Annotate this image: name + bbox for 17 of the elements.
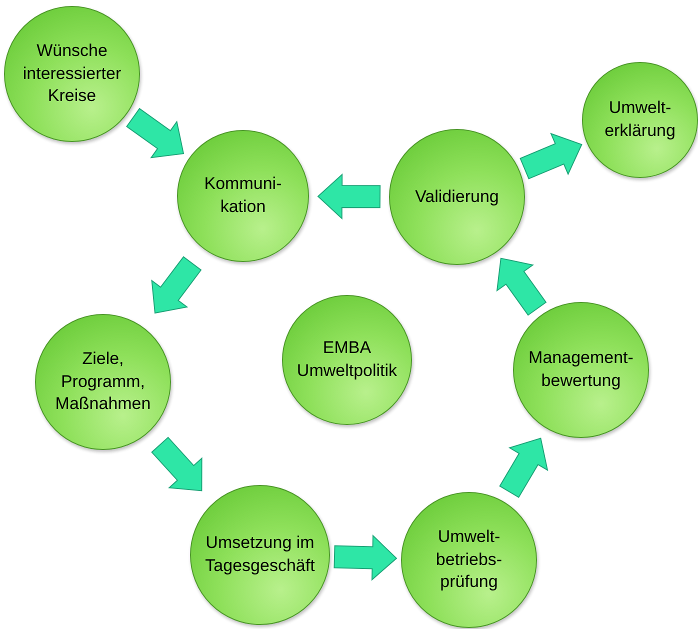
node-label: Umsetzung im Tagesgeschäft — [204, 532, 316, 577]
node-label: Ziele, Programm, Maßnahmen — [54, 348, 152, 416]
node-label: EMBA Umweltpolitik — [296, 337, 398, 382]
block-arrow — [151, 436, 202, 492]
block-arrow — [496, 258, 547, 316]
node-label: Kommuni- kation — [203, 173, 283, 218]
node-label: Wünsche interessierter Kreise — [22, 40, 122, 108]
block-arrow — [317, 173, 381, 220]
node-label: Validierung — [415, 186, 499, 208]
node-label: Management- bewertung — [528, 347, 634, 392]
block-arrow — [499, 438, 548, 498]
node-label: Umwelt- betriebs- prüfung — [434, 526, 504, 594]
block-arrow — [126, 108, 184, 158]
block-arrow — [334, 534, 398, 581]
block-arrow — [151, 256, 202, 314]
node-label: Umwelt- erklärung — [604, 97, 676, 142]
block-arrow — [520, 132, 582, 180]
